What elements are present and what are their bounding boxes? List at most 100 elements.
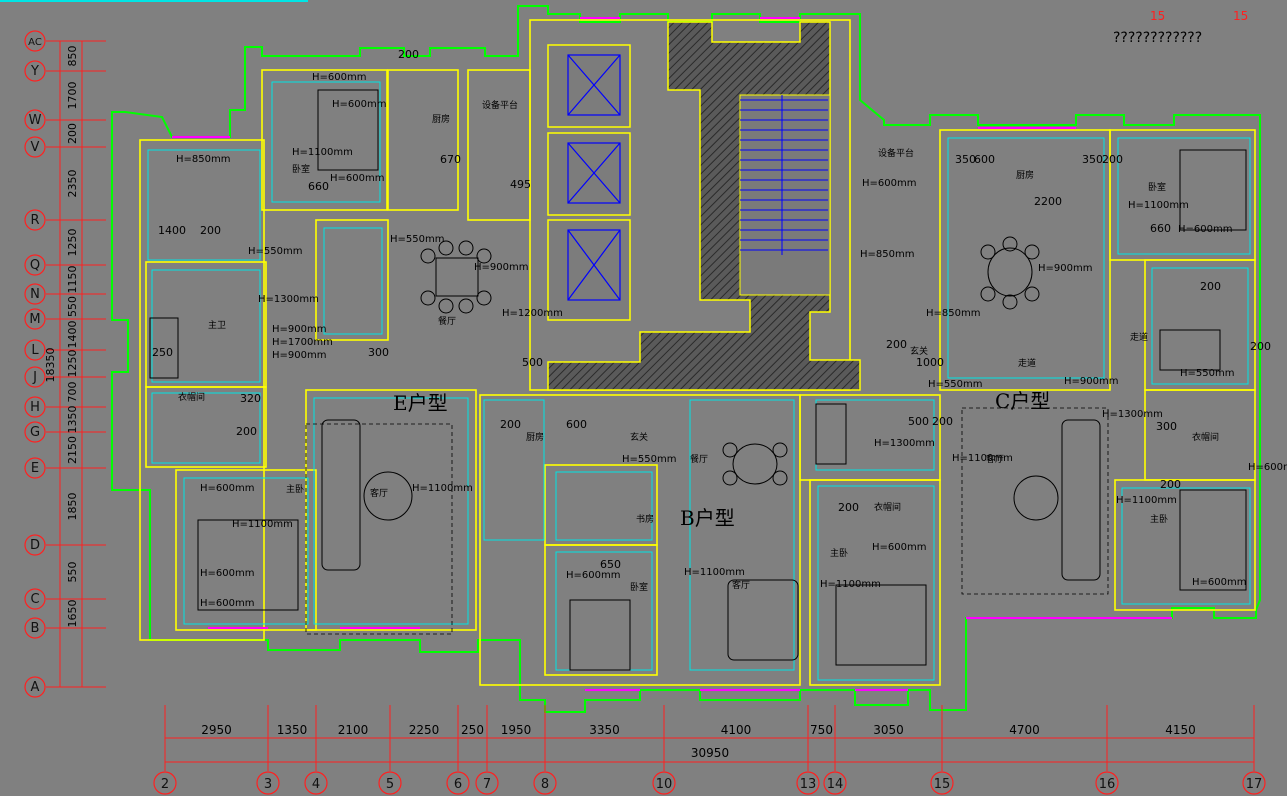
room-label: 玄关	[910, 345, 928, 357]
col-axis-label: 17	[1246, 777, 1263, 792]
local-dimension: 300	[1156, 420, 1177, 433]
row-axis-bubble	[24, 339, 46, 361]
height-note: H=600mm	[566, 570, 620, 581]
room-label: 卧室	[292, 163, 310, 175]
room-label: 客厅	[986, 453, 1004, 465]
elevator-cross-marks	[567, 54, 621, 301]
row-axis-label: R	[30, 213, 39, 228]
partitions	[147, 81, 1251, 681]
local-dimension: 495	[510, 178, 531, 191]
row-axis-label: L	[31, 343, 39, 358]
height-note: H=600mm	[330, 173, 384, 184]
col-dimension: 4700	[1009, 723, 1040, 737]
row-axis-label: AC	[28, 37, 42, 48]
row-axis-label: N	[30, 287, 40, 302]
local-dimension: 200	[1160, 478, 1181, 491]
col-axis-bubble	[256, 771, 280, 795]
height-note: H=850mm	[926, 308, 980, 319]
room-label: 厨房	[432, 113, 450, 125]
row-axis-bubble	[24, 676, 46, 698]
col-dimension: 4100	[721, 723, 752, 737]
row-dimension: 1700	[66, 82, 79, 110]
col-dimension: 2950	[201, 723, 232, 737]
row-dimension: 2350	[66, 170, 79, 198]
row-dimension: 200	[66, 123, 79, 144]
height-note: H=550mm	[622, 454, 676, 465]
height-note: H=900mm	[1064, 376, 1118, 387]
height-note: H=600mm	[332, 99, 386, 110]
col-axis-bubble	[930, 771, 954, 795]
local-dimension: 200	[1102, 153, 1123, 166]
col-axis-label: 5	[386, 777, 394, 792]
room-label: 书房	[636, 513, 654, 525]
row-dimension: 1350	[66, 406, 79, 434]
col-axis-label: 6	[454, 777, 462, 792]
col-axis-label: 3	[264, 777, 272, 792]
local-dimension: 660	[1150, 222, 1171, 235]
height-note: H=1700mm	[272, 337, 333, 348]
height-note: H=1100mm	[1116, 495, 1177, 506]
col-total-dimension: 30950	[691, 746, 729, 760]
height-note: H=900mm	[272, 324, 326, 335]
room-label: 客厅	[370, 487, 388, 499]
col-dimension: 1950	[501, 723, 532, 737]
row-axis-label: A	[31, 680, 40, 695]
outer-wall-outline	[111, 5, 1261, 713]
local-dimension: 200	[886, 338, 907, 351]
col-axis-label: 2	[161, 777, 169, 792]
room-label: 厨房	[526, 431, 544, 443]
height-note: H=1100mm	[232, 519, 293, 530]
height-note: H=1300mm	[874, 438, 935, 449]
col-axis-bubble	[1242, 771, 1266, 795]
col-dimension: 4150	[1165, 723, 1196, 737]
col-axis-bubble	[153, 771, 177, 795]
local-dimension: 1000	[916, 356, 944, 369]
row-axis-label: J	[32, 370, 37, 385]
room-label: 主卧	[1150, 513, 1168, 525]
height-note: H=1200mm	[502, 308, 563, 319]
height-note: H=600mm	[200, 483, 254, 494]
stair-well	[739, 94, 831, 296]
room-label: 餐厅	[438, 315, 456, 327]
col-axis-bubble	[533, 771, 557, 795]
row-axis-bubble	[24, 617, 46, 639]
height-note: H=550mm	[928, 379, 982, 390]
col-axis-bubble	[304, 771, 328, 795]
height-note: H=600mm	[312, 72, 366, 83]
col-axis-label: 13	[800, 777, 817, 792]
height-note: H=850mm	[176, 154, 230, 165]
col-axis-label: 14	[827, 777, 844, 792]
height-note: H=1100mm	[1128, 200, 1189, 211]
local-dimension: 670	[440, 153, 461, 166]
row-axis-label: D	[30, 538, 40, 553]
room-label: 主卧	[830, 547, 848, 559]
unit-type-label: B户型	[680, 506, 735, 530]
local-dimension: 200	[500, 418, 521, 431]
row-axis-label: H	[30, 400, 40, 415]
row-axis-label: W	[29, 113, 42, 128]
height-note: H=1100mm	[952, 453, 1013, 464]
row-axis-bubble	[24, 136, 46, 158]
row-dimension: 2150	[66, 436, 79, 464]
col-axis-label: 4	[312, 777, 320, 792]
local-dimension: 350	[955, 153, 976, 166]
height-note: H=600mm	[872, 542, 926, 553]
col-axis-label: 16	[1099, 777, 1116, 792]
col-dimension: 750	[810, 723, 833, 737]
local-dimension: 500	[908, 415, 929, 428]
height-note: H=900mm	[474, 262, 528, 273]
row-dimension: 550	[66, 562, 79, 583]
col-dimension: 3050	[873, 723, 904, 737]
col-axis-label: 7	[483, 777, 491, 792]
height-note: H=600mm	[1248, 462, 1287, 473]
col-axis-bubble	[652, 771, 676, 795]
windows	[172, 17, 1172, 691]
height-note: H=600mm	[862, 178, 916, 189]
room-zones	[305, 407, 1109, 635]
row-dimension: 850	[66, 46, 79, 67]
col-axis-bubble	[823, 771, 847, 795]
height-note: H=900mm	[1038, 263, 1092, 274]
local-dimension: 200	[398, 48, 419, 61]
row-dimension: 1400	[66, 321, 79, 349]
